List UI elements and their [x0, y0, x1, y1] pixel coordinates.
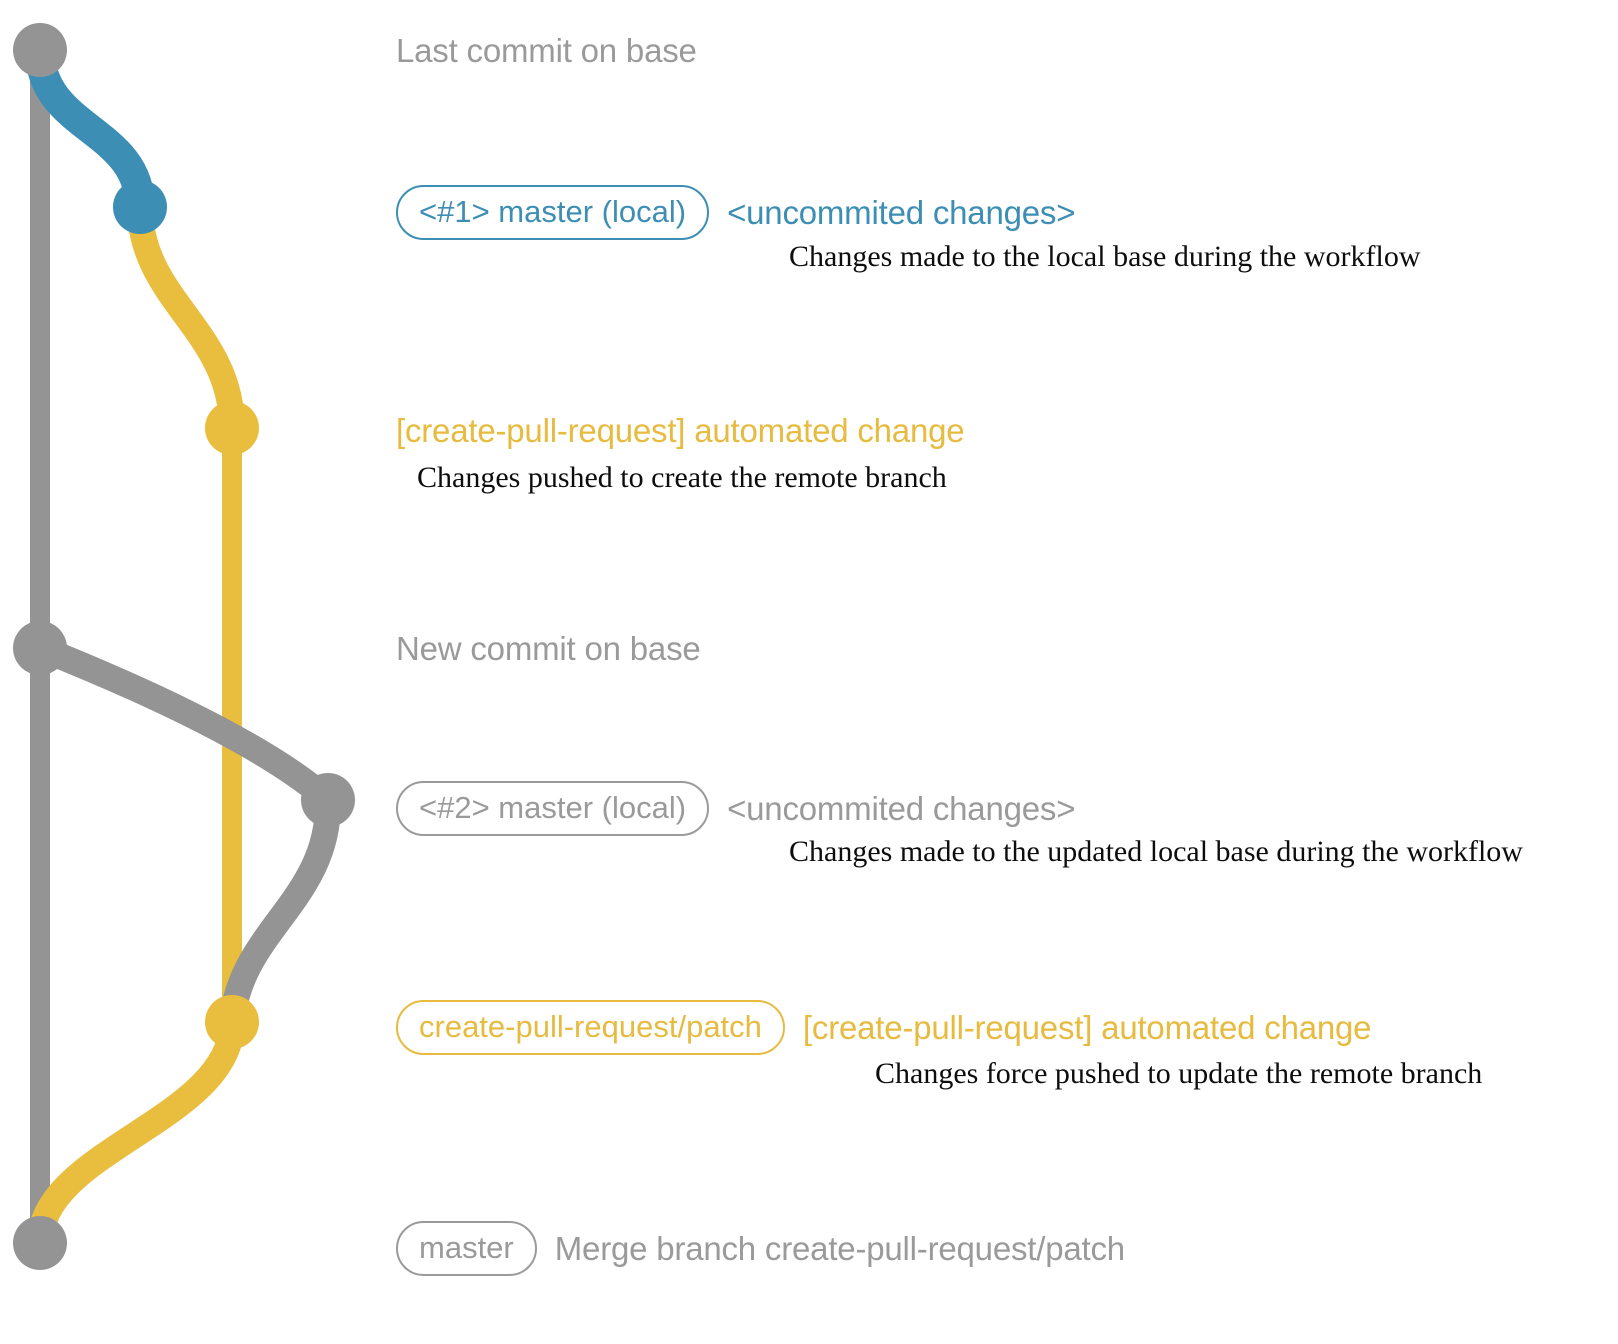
commit-node-new-base[interactable]: [13, 621, 67, 675]
commit-node-local-2[interactable]: [301, 773, 355, 827]
commit-row-local-2: <#2> master (local) <uncommited changes>: [396, 781, 1075, 836]
commit-node-merge[interactable]: [13, 1216, 67, 1270]
commit-message: <uncommited changes>: [727, 789, 1076, 827]
edge-local2-to-patch2: [219, 787, 342, 1035]
edge-patch2-to-merge: [27, 1009, 245, 1256]
commit-message: [create-pull-request] automated change: [802, 1008, 1372, 1046]
branch-badge-create-pull-request-patch[interactable]: create-pull-request/patch: [396, 1000, 785, 1055]
edge-local1-to-patch1: [127, 194, 245, 441]
commit-node-automated-1[interactable]: [205, 401, 259, 455]
commit-row-local-1: <#1> master (local) <uncommited changes>: [396, 185, 1075, 240]
commit-row-automated-1: [create-pull-request] automated change: [396, 412, 965, 450]
commit-description-local-2: Changes made to the updated local base d…: [789, 835, 1523, 868]
commit-row-merge: master Merge branch create-pull-request/…: [396, 1221, 1125, 1276]
commit-row-automated-2: create-pull-request/patch [create-pull-r…: [396, 1000, 1372, 1055]
branch-badge-master[interactable]: master: [396, 1221, 537, 1276]
commit-message: Merge branch create-pull-request/patch: [554, 1229, 1125, 1267]
commit-node-last-base[interactable]: [13, 23, 67, 77]
branch-badge-master-local-2[interactable]: <#2> master (local): [396, 781, 710, 836]
commit-description-local-1: Changes made to the local base during th…: [789, 240, 1421, 273]
commit-node-local-1[interactable]: [113, 180, 167, 234]
commit-row-last-base: Last commit on base: [396, 32, 697, 70]
edge-base2-to-local2: [27, 635, 341, 813]
branch-badge-master-local-1[interactable]: <#1> master (local): [396, 185, 710, 240]
commit-message: [create-pull-request] automated change: [396, 412, 965, 449]
commit-message: Last commit on base: [396, 32, 697, 69]
git-graph: [13, 23, 355, 1270]
commit-description-automated-2: Changes force pushed to update the remot…: [875, 1057, 1483, 1090]
commit-message: New commit on base: [396, 630, 701, 667]
commit-message: <uncommited changes>: [727, 193, 1076, 231]
commit-row-new-base: New commit on base: [396, 630, 701, 668]
commit-description-automated-1: Changes pushed to create the remote bran…: [417, 461, 947, 494]
commit-node-automated-2[interactable]: [205, 995, 259, 1049]
